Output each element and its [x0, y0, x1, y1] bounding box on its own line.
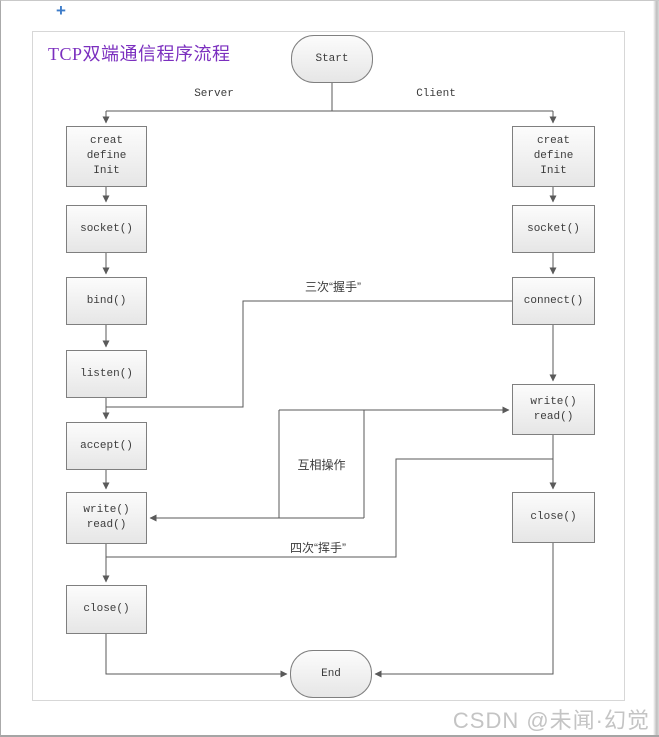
node-server-accept: accept(): [66, 422, 147, 470]
node-server-listen: listen(): [66, 350, 147, 398]
node-server-socket: socket(): [66, 205, 147, 253]
edge-wave-server-client: [106, 458, 553, 558]
node-start: Start: [291, 35, 373, 83]
label-four-way-wave: 四次“挥手”: [290, 541, 346, 555]
node-server-bind: bind(): [66, 277, 147, 325]
node-server-write-read: write() read(): [66, 492, 147, 544]
node-client-creat-define-init: creat define Init: [512, 126, 595, 187]
node-client-close: close(): [512, 492, 595, 543]
label-three-way-handshake: 三次“握手”: [305, 280, 361, 294]
node-client-write-read: write() read(): [512, 384, 595, 435]
node-client-connect: connect(): [512, 277, 595, 325]
crosshair-cursor-icon: +: [56, 1, 66, 20]
label-client-branch: Client: [416, 88, 456, 100]
edge-handshake-connect-accept: [106, 300, 512, 408]
edge-server-close-end: [105, 634, 288, 678]
label-server-branch: Server: [194, 88, 234, 100]
csdn-watermark: CSDN @未闻·幻觉: [452, 708, 650, 733]
edge-client-close-end: [374, 543, 554, 678]
node-server-close: close(): [66, 585, 147, 634]
page-title: TCP双端通信程序流程: [48, 44, 231, 64]
label-mutual-operation: 互相操作: [297, 458, 346, 472]
right-edge-band: [653, 1, 659, 735]
node-client-socket: socket(): [512, 205, 595, 253]
node-server-creat-define-init: creat define Init: [66, 126, 147, 187]
node-end: End: [290, 650, 372, 698]
